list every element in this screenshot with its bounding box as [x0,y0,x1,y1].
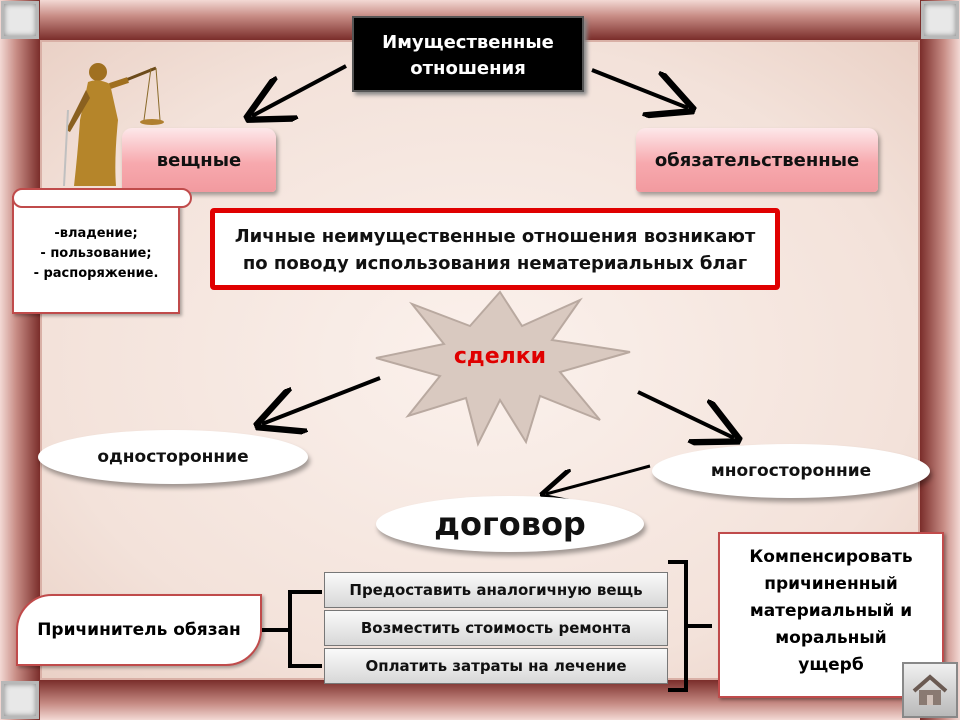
deals-label: сделки [453,344,547,369]
home-button[interactable] [902,662,958,718]
justice-statue-icon [63,63,164,187]
duty-replace-item: Предоставить аналогичную вещь [324,572,668,608]
rights-item: - пользование; [40,246,152,261]
corner-top-left [1,1,39,39]
duty-repair-cost: Возместить стоимость ремонта [324,610,668,646]
duty-medical-costs: Оплатить затраты на лечение [324,648,668,684]
banner-line: по поводу использования нематериальных б… [242,253,748,274]
personal-relations-banner: Личные неимущественные отношения возника… [210,208,780,290]
property-rights-box: вещные [122,128,276,192]
corner-bottom-left [1,681,39,719]
scroll-curl [12,188,192,208]
corner-top-right [921,1,959,39]
rights-list-scroll: -владение; - пользование; - распоряжение… [12,188,192,314]
unilateral-oval: односторонние [38,430,308,484]
compensation-scroll: Компенсировать причиненный материальный … [718,532,944,698]
property-relations-box: Имущественные отношения [352,16,584,92]
home-icon [912,674,948,705]
multilateral-oval: многосторонние [652,444,930,498]
obligation-rights-box: обязательственные [636,128,878,192]
contract-oval: договор [376,496,644,552]
rights-item: - распоряжение. [33,266,159,281]
rights-item: -владение; [54,226,138,241]
offender-obliged-scroll: Причинитель обязан [16,594,262,666]
banner-line: Личные неимущественные отношения возника… [234,226,756,247]
